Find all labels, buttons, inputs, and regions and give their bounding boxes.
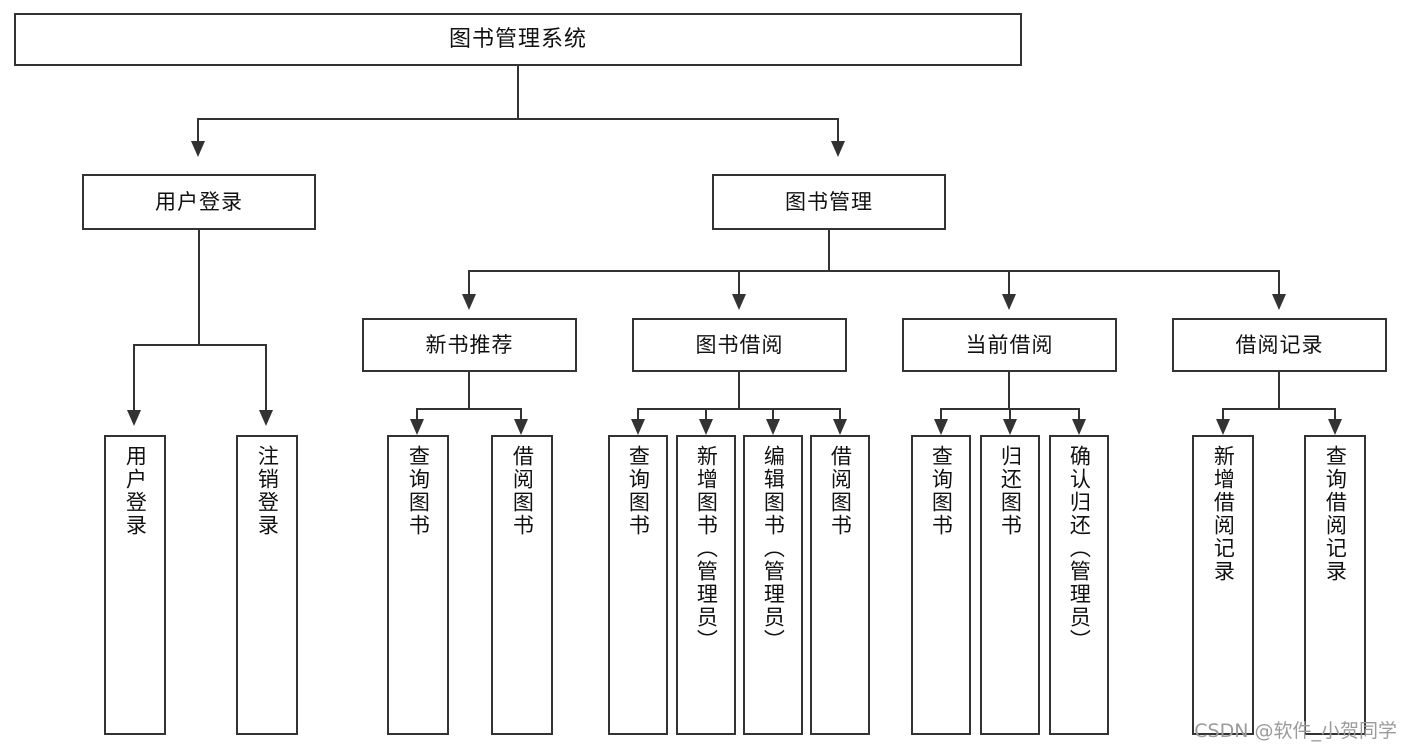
connector-new-book-drop-2	[520, 408, 522, 422]
node-label: 确认归还（管理员）	[1067, 445, 1092, 652]
leaf-edit-book[interactable]: 编辑图书（管理员）	[743, 435, 803, 735]
node-borrow-record[interactable]: 借阅记录	[1172, 318, 1387, 372]
node-label: 借阅记录	[1235, 332, 1324, 357]
leaf-borrow-book-recommend[interactable]: 借阅图书	[491, 435, 553, 735]
connector-book-manage-stem	[828, 230, 830, 271]
node-label: 借阅图书	[510, 445, 535, 537]
connector-book-borrow-drop-3	[772, 408, 774, 422]
connector-book-borrow-drop-4	[839, 408, 841, 422]
leaf-query-book-borrow[interactable]: 查询图书	[608, 435, 668, 735]
leaf-query-borrow-record[interactable]: 查询借阅记录	[1304, 435, 1366, 735]
connector-root-to-book-manage	[837, 118, 839, 143]
node-label: 用户登录	[123, 445, 148, 537]
connector-current-borrow-stem	[1008, 372, 1010, 409]
arrow-to-leaf-query-book-2	[631, 419, 645, 435]
connector-root-to-user-login	[197, 118, 199, 143]
connector-book-borrow-drop-1	[637, 408, 639, 422]
arrow-root-to-book-manage	[831, 141, 845, 157]
arrow-to-leaf-add-record	[1216, 419, 1230, 435]
connector-book-borrow-bar	[637, 408, 841, 410]
connector-root-bar	[197, 118, 839, 120]
node-root-system[interactable]: 图书管理系统	[14, 13, 1022, 66]
connector-book-borrow-drop-2	[705, 408, 707, 422]
node-label: 查询图书	[626, 445, 651, 537]
connector-book-borrow-stem	[738, 372, 740, 409]
arrow-to-current-borrow	[1002, 294, 1016, 310]
connector-borrow-record-bar	[1222, 408, 1336, 410]
connector-to-borrow-record	[1278, 270, 1280, 296]
leaf-add-borrow-record[interactable]: 新增借阅记录	[1192, 435, 1254, 735]
connector-borrow-record-drop-2	[1334, 408, 1336, 422]
connector-new-book-drop-1	[416, 408, 418, 422]
node-label: 归还图书	[998, 445, 1023, 537]
arrow-to-leaf-logout	[259, 410, 273, 426]
arrow-to-leaf-edit-book	[766, 419, 780, 435]
node-book-manage[interactable]: 图书管理	[712, 174, 946, 230]
node-label: 新增图书（管理员）	[694, 445, 719, 652]
node-label: 图书管理系统	[448, 26, 587, 52]
connector-to-current-borrow	[1008, 270, 1010, 296]
connector-to-new-book-recommend	[468, 270, 470, 296]
node-label: 新增借阅记录	[1211, 445, 1236, 583]
connector-current-borrow-drop-1	[940, 408, 942, 422]
node-label: 新书推荐	[425, 332, 514, 357]
node-label: 图书管理	[785, 189, 873, 214]
connector-to-book-borrow	[738, 270, 740, 296]
leaf-user-login[interactable]: 用户登录	[104, 435, 166, 735]
arrow-to-new-book-recommend	[462, 294, 476, 310]
leaf-logout-login[interactable]: 注销登录	[236, 435, 298, 735]
leaf-add-book[interactable]: 新增图书（管理员）	[676, 435, 736, 735]
leaf-borrow-book[interactable]: 借阅图书	[810, 435, 870, 735]
node-label: 图书借阅	[695, 332, 784, 357]
node-label: 当前借阅	[965, 332, 1054, 357]
arrow-to-leaf-confirm-return	[1072, 419, 1086, 435]
arrow-to-leaf-add-book	[699, 419, 713, 435]
node-current-borrow[interactable]: 当前借阅	[902, 318, 1117, 372]
arrow-root-to-user-login	[191, 141, 205, 157]
arrow-to-borrow-record	[1272, 294, 1286, 310]
arrow-to-leaf-query-book-3	[934, 419, 948, 435]
leaf-query-book-recommend[interactable]: 查询图书	[387, 435, 449, 735]
node-label: 查询图书	[406, 445, 431, 537]
connector-current-borrow-drop-3	[1078, 408, 1080, 422]
node-label: 编辑图书（管理员）	[761, 445, 786, 652]
node-label: 查询借阅记录	[1323, 445, 1348, 583]
leaf-confirm-return[interactable]: 确认归还（管理员）	[1049, 435, 1109, 735]
arrow-to-book-borrow	[732, 294, 746, 310]
connector-current-borrow-drop-2	[1009, 408, 1011, 422]
node-label: 借阅图书	[828, 445, 853, 537]
arrow-to-leaf-query-book-1	[410, 419, 424, 435]
leaf-query-book-current[interactable]: 查询图书	[911, 435, 971, 735]
connector-root-stem	[517, 66, 519, 119]
node-book-borrow[interactable]: 图书借阅	[632, 318, 847, 372]
arrow-to-leaf-user-login	[127, 410, 141, 426]
connector-user-login-right-drop	[265, 344, 267, 412]
connector-user-login-stem	[198, 230, 200, 345]
arrow-to-leaf-borrow-book-1	[514, 419, 528, 435]
connector-borrow-record-stem	[1278, 372, 1280, 409]
connector-borrow-record-drop-1	[1222, 408, 1224, 422]
node-label: 查询图书	[929, 445, 954, 537]
arrow-to-leaf-return-book	[1003, 419, 1017, 435]
connector-level3-bar	[468, 270, 1280, 272]
node-label: 用户登录	[155, 189, 243, 214]
node-user-login[interactable]: 用户登录	[82, 174, 316, 230]
leaf-return-book[interactable]: 归还图书	[980, 435, 1040, 735]
node-label: 注销登录	[255, 445, 280, 537]
arrow-to-leaf-query-record	[1328, 419, 1342, 435]
connector-new-book-bar	[416, 408, 522, 410]
connector-new-book-stem	[468, 372, 470, 409]
connector-user-login-left-drop	[133, 344, 135, 412]
csdn-watermark: CSDN @软件_小贺同学	[1194, 720, 1397, 742]
connector-user-login-bar	[133, 344, 267, 346]
arrow-to-leaf-borrow-book-2	[833, 419, 847, 435]
node-new-book-recommend[interactable]: 新书推荐	[362, 318, 577, 372]
